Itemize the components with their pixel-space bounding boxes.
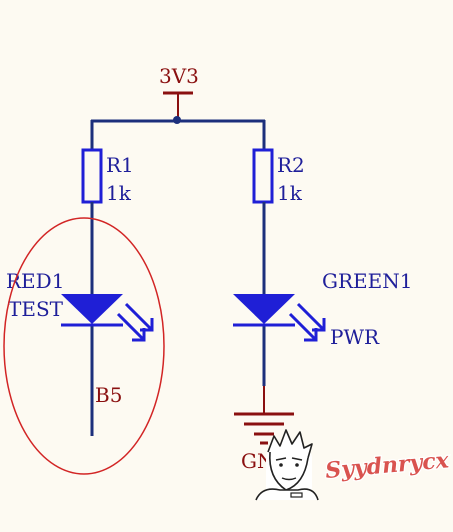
led-red1-triangle bbox=[61, 294, 123, 324]
watermark-signature: Syydnrycx bbox=[324, 447, 450, 484]
led2-comment: PWR bbox=[330, 325, 380, 349]
led-green1 bbox=[233, 294, 326, 342]
highlight-ellipse bbox=[3, 217, 165, 475]
top-rail bbox=[90, 116, 266, 150]
right-branch: GREEN1 PWR bbox=[233, 202, 412, 386]
led-green1-triangle bbox=[233, 294, 295, 324]
b5-net-label: B5 bbox=[95, 383, 122, 407]
led-red1 bbox=[61, 294, 154, 342]
power-symbol-3v3: 3V3 bbox=[159, 64, 199, 119]
left-branch: RED1 TEST B5 bbox=[6, 202, 154, 436]
emission-arrows-icon bbox=[116, 302, 154, 342]
resistor-r2: R2 1k bbox=[252, 148, 305, 205]
resistor-r1: R1 1k bbox=[81, 148, 134, 205]
r1-designator: R1 bbox=[106, 153, 134, 177]
r2-designator: R2 bbox=[277, 153, 305, 177]
r1-value: 1k bbox=[106, 181, 132, 205]
resistor-r1-body bbox=[81, 148, 103, 204]
power-net-label: 3V3 bbox=[159, 64, 199, 88]
junction-dot bbox=[173, 116, 181, 124]
led1-comment: TEST bbox=[8, 297, 64, 321]
emission-arrows-icon bbox=[288, 302, 326, 342]
r2-value: 1k bbox=[277, 181, 303, 205]
resistor-r2-body bbox=[252, 148, 274, 204]
cartoon-face-icon bbox=[255, 429, 319, 501]
led2-designator: GREEN1 bbox=[322, 269, 412, 293]
